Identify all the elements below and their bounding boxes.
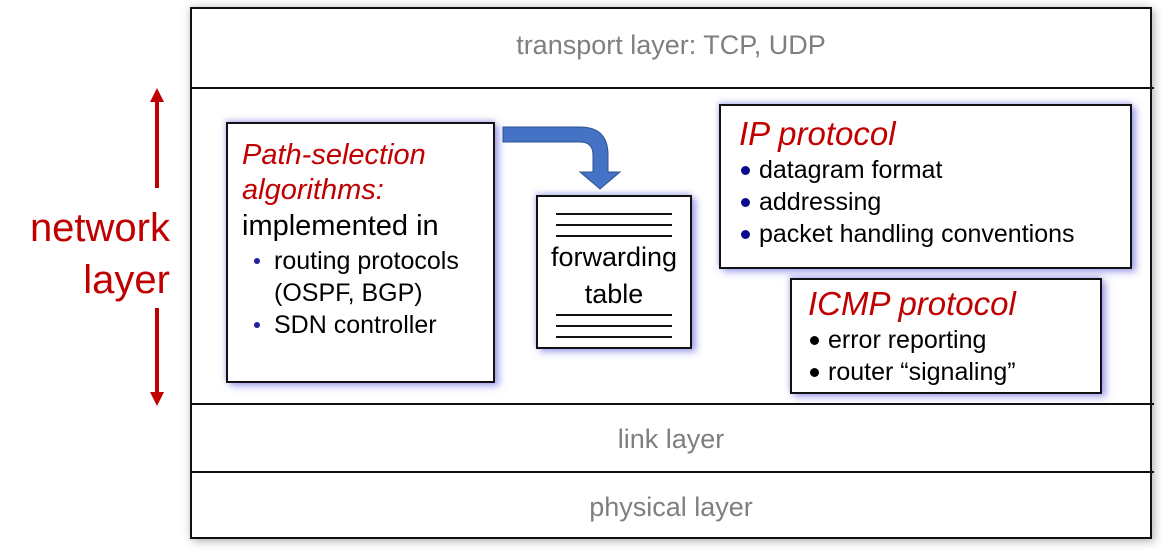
table-label-line: table [584,279,644,309]
layer-divider [190,403,1154,405]
curved-arrow-down-icon [502,126,622,190]
path-selection-box: Path-selection algorithms: implemented i… [226,122,495,383]
forwarding-table-box: forwarding table [536,195,692,349]
icmp-protocol-list: error reporting router “signaling” [808,324,1100,388]
list-item: error reporting [808,324,1100,356]
list-item: routing protocols [252,245,493,277]
table-line [556,224,672,226]
forwarding-label-line: forwarding [550,242,678,272]
layer-label-word: layer [83,258,170,302]
network-label-word: network [29,206,170,250]
list-item-text: (OSPF, BGP) [274,279,423,307]
table-line [556,213,672,215]
list-item-continuation: (OSPF, BGP) [252,277,493,309]
implemented-in-label: implemented in [242,210,439,242]
ip-protocol-box: IP protocol datagram format addressing p… [719,104,1132,269]
table-line [556,314,672,316]
table-line [556,325,672,327]
list-item-text: routing protocols [274,247,459,275]
list-item-text: packet handling conventions [759,220,1075,248]
list-item: SDN controller [252,309,493,341]
bullet-icon [254,322,260,328]
layer-divider [190,471,1154,473]
arrow-down-icon [150,392,164,406]
list-item-text: error reporting [828,326,987,354]
bullet-icon [741,198,750,207]
table-line [556,235,672,237]
icmp-protocol-box: ICMP protocol error reporting router “si… [790,278,1102,394]
forwarding-table-label: forwarding table [538,239,690,313]
path-selection-list: routing protocols (OSPF, BGP) SDN contro… [242,245,493,341]
ip-protocol-title: IP protocol [739,115,896,152]
icmp-protocol-title: ICMP protocol [808,285,1016,322]
bullet-icon [810,368,819,377]
list-item-text: router “signaling” [828,358,1016,386]
list-item: addressing [739,186,1130,218]
ip-protocol-list: datagram format addressing packet handli… [739,154,1130,250]
bullet-icon [810,336,819,345]
layer-divider [190,87,1154,89]
arrow-up-shaft [155,100,159,188]
list-item: datagram format [739,154,1130,186]
bullet-icon [254,258,260,264]
list-item: router “signaling” [808,356,1100,388]
table-line [556,336,672,338]
arrow-down-shaft [155,308,159,393]
list-item-text: datagram format [759,156,943,184]
arrow-up-icon [150,88,164,102]
bullet-icon [741,166,750,175]
path-selection-title-cont: algorithms: [242,174,384,206]
path-selection-title: Path-selection [242,139,426,171]
physical-layer-label: physical layer [589,492,753,522]
list-item-text: addressing [759,188,882,216]
link-layer-label: link layer [617,424,725,454]
transport-layer-label: transport layer: TCP, UDP [516,30,826,60]
list-item-text: SDN controller [274,311,437,339]
list-item: packet handling conventions [739,218,1130,250]
bullet-icon [741,230,750,239]
